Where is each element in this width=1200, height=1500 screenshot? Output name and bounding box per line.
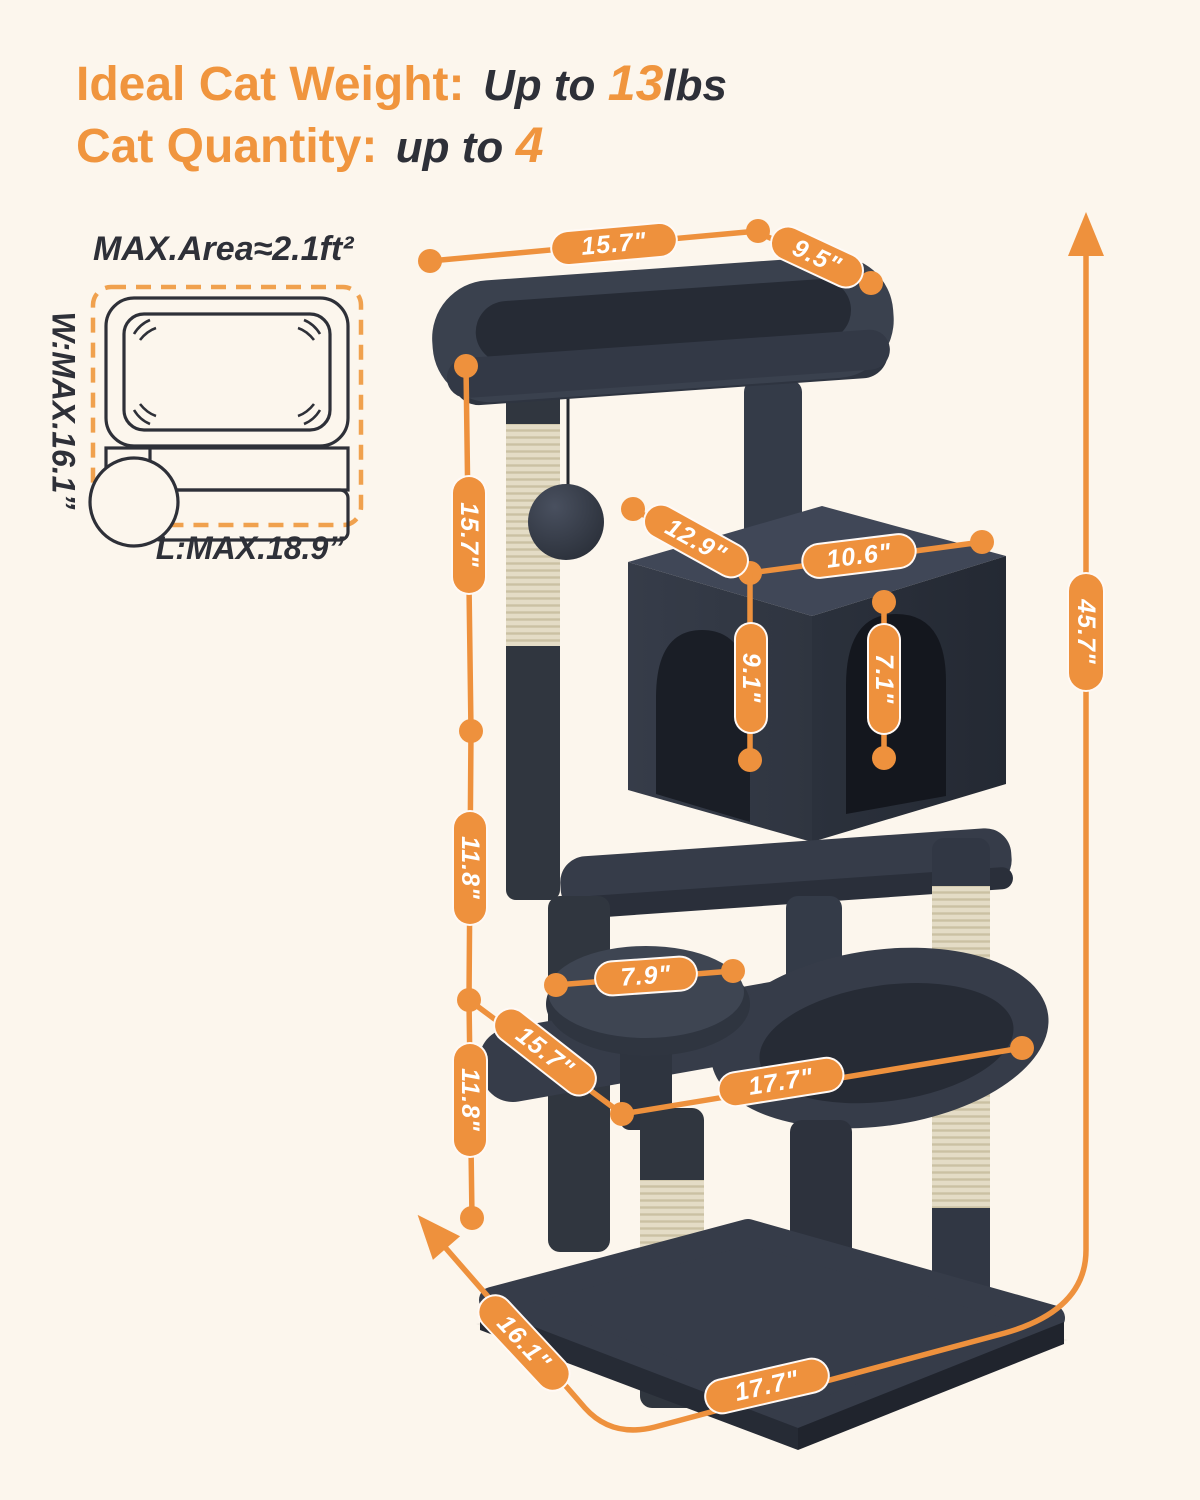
arrowhead-up-left: [417, 1214, 461, 1260]
header-line-1: Ideal Cat Weight: Up to 13lbs: [76, 52, 727, 127]
cat-quantity-label: Cat Quantity:: [76, 120, 378, 173]
dim-condo-door-height: 7.1": [867, 623, 901, 735]
hammock-ring: [710, 947, 1049, 1129]
footprint-dashed-border: [90, 284, 364, 528]
footprint-length-label: L:MAX.18.9”: [155, 530, 345, 566]
top-perch-bed: [432, 256, 894, 406]
base-board: [479, 1219, 1065, 1450]
footprint-title: MAX.Area≈2.1ft²: [93, 230, 354, 268]
ideal-cat-weight-suffix: lbs: [663, 61, 727, 110]
dim-condo-height: 9.1": [734, 622, 768, 734]
footprint-sketch: [88, 284, 364, 548]
dim-total-height: 45.7": [1067, 572, 1105, 692]
middle-platform: [560, 828, 1013, 920]
dim-middle-section-height: 11.8": [452, 810, 488, 926]
dim-lower-section-height: 11.8": [452, 1042, 488, 1158]
cat-quantity-number: 4: [515, 117, 544, 173]
footprint-seat-circle: [88, 456, 180, 548]
dim-upper-section-height: 15.7": [451, 475, 487, 595]
cat-quantity-prefix: up to: [395, 123, 504, 172]
ideal-cat-weight-label: Ideal Cat Weight:: [76, 58, 465, 111]
dim-top-seat-diameter: 7.9": [592, 954, 700, 998]
footprint-perch-inner: [122, 312, 332, 432]
cat-tree-illustration: [432, 256, 1068, 1450]
footprint-perch-outline: [104, 296, 350, 448]
footprint-width-label: W:MAX.16.1”: [45, 311, 82, 510]
arrowhead-up: [1068, 212, 1104, 256]
ideal-cat-weight-number: 13: [607, 55, 664, 111]
header-line-2: Cat Quantity: up to 4: [76, 114, 544, 189]
ideal-cat-weight-prefix: Up to: [482, 61, 596, 110]
condo-door-left: [656, 630, 750, 822]
hanging-ball-toy: [528, 390, 604, 560]
